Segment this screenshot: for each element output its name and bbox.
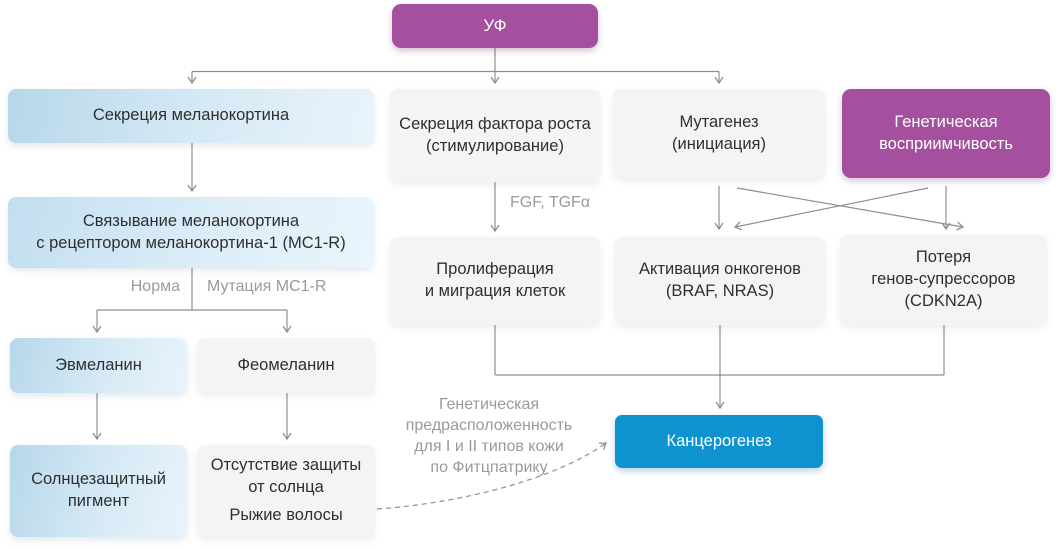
node-oncogene-activation: Активация онкогенов (BRAF, NRAS) [615, 237, 825, 325]
no-sun-protection-line2: Рыжие волосы [229, 506, 343, 525]
node-uv: УФ [392, 4, 598, 48]
no-sun-protection-line1: Отсутствие защиты от солнца [210, 455, 362, 496]
edge-genetic-to-oncogenes [733, 187, 929, 231]
node-mutagenesis: Мутагенез (инициация) [613, 89, 825, 178]
node-genetic-susceptibility: Генетическая восприимчивость [842, 89, 1050, 178]
edge-label-genetic-predisposition: Генетическая предрасположенность для I и… [405, 396, 573, 476]
node-no-sun-protection: Отсутствие защиты от солнца Рыжие волосы [197, 445, 375, 537]
node-pheomelanin: Феомеланин [197, 338, 375, 393]
edge-label-fgf-tgfa: FGF, TGFα [510, 194, 591, 211]
node-suppressor-loss: Потеря генов-супрессоров (CDKN2A) [840, 235, 1047, 325]
node-eumelanin: Эвмеланин [10, 338, 187, 393]
node-melanocortin-secretion: Секреция меланокортина [8, 89, 374, 143]
node-carcinogenesis: Канцерогенез [615, 415, 823, 468]
edge-label-norm: Норма [130, 278, 180, 295]
node-proliferation: Пролиферация и миграция клеток [390, 237, 600, 325]
edge-label-mutation-mc1r: Мутация MC1-R [207, 278, 327, 295]
edge-mutagenesis-to-suppressors [736, 187, 965, 231]
node-melanocortin-binding: Связывание меланокортина с рецептором ме… [8, 197, 374, 268]
node-growth-factor-secretion: Секреция фактора роста (стимулирование) [390, 89, 600, 182]
node-sunscreen-pigment: Солнцезащитный пигмент [10, 445, 187, 537]
